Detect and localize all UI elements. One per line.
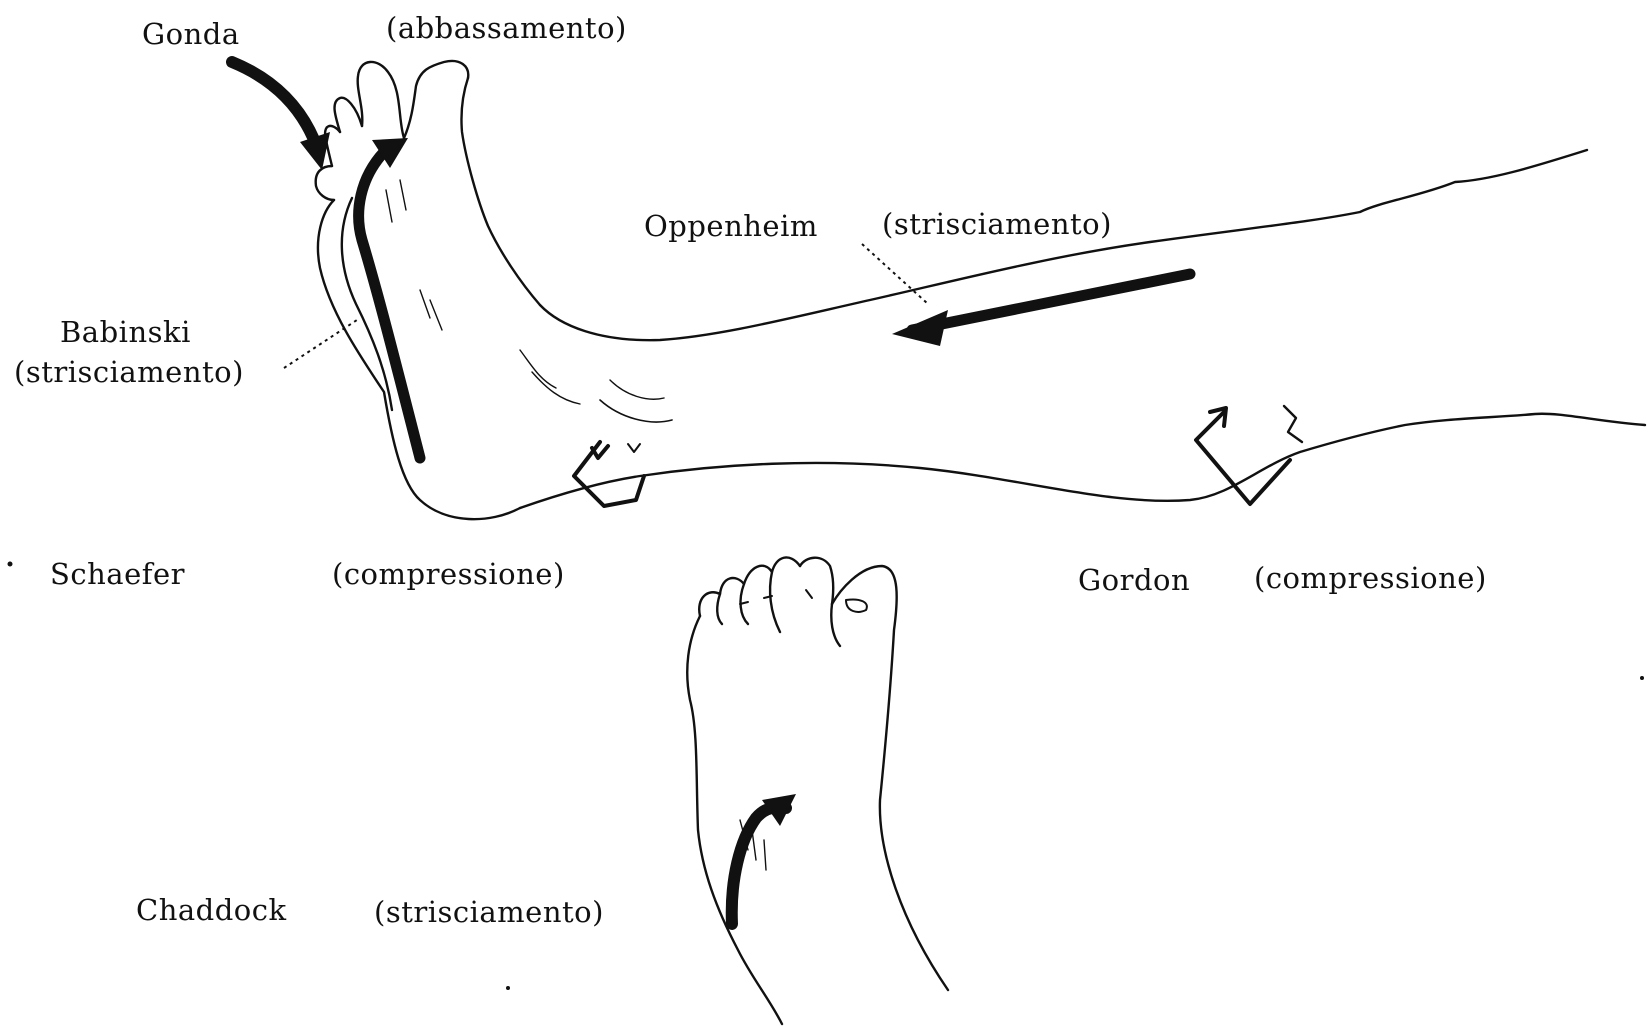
- schaefer-label: Schaefer: [50, 560, 185, 589]
- gordon-compression-icon: [1196, 406, 1302, 504]
- gordon-action-label: (compressione): [1254, 564, 1487, 593]
- gordon-label: Gordon: [1078, 566, 1190, 595]
- babinski-label: Babinski: [60, 318, 191, 347]
- gonda-arrow-icon: [232, 62, 330, 170]
- gonda-label: Gonda: [142, 20, 240, 49]
- chaddock-label: Chaddock: [136, 896, 287, 925]
- schaefer-action-label: (compressione): [332, 560, 565, 589]
- babinski-action-label: (strisciamento): [14, 358, 244, 387]
- chaddock-arrow-icon: [732, 794, 796, 924]
- chaddock-action-label: (strisciamento): [374, 898, 604, 927]
- oppenheim-label: Oppenheim: [644, 212, 818, 241]
- abbassamento-label: (abbassamento): [386, 14, 627, 43]
- schaefer-compression-icon: [574, 442, 644, 506]
- babinski-arrow-icon: [359, 138, 420, 458]
- oppenheim-action-label: (strisciamento): [882, 210, 1112, 239]
- leg-side-view-illustration: [316, 61, 1645, 519]
- foot-sole-view-illustration: [687, 557, 948, 1024]
